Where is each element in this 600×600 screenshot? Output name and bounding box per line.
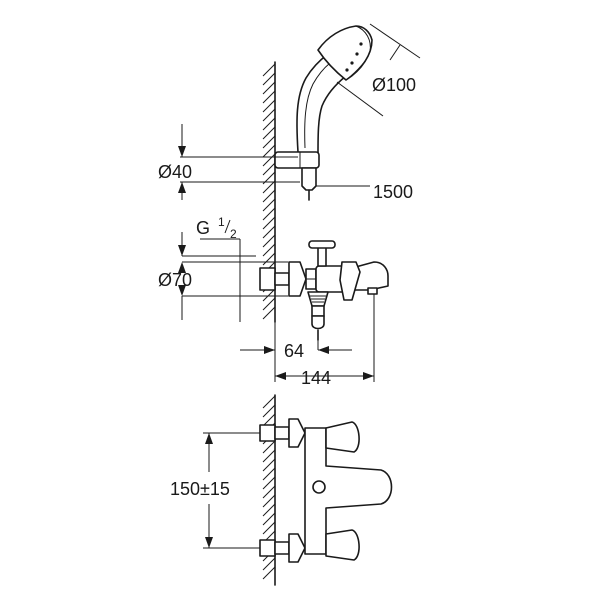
mixer-front-view — [259, 418, 393, 563]
holder-diameter-label: Ø40 — [158, 162, 192, 182]
escutcheon-diameter-label: Ø70 — [158, 270, 192, 290]
hand-shower — [296, 25, 373, 155]
spout-offset-label: 64 — [284, 341, 304, 361]
hand-shower-diameter-label: Ø100 — [372, 75, 416, 95]
thread-prefix-label: G — [196, 218, 210, 238]
mixer-side-view — [259, 240, 389, 341]
centre-distance-label: 150±15 — [170, 479, 230, 499]
shower-holder — [274, 151, 320, 201]
total-depth-label: 144 — [301, 368, 331, 388]
dimension-lines — [178, 23, 421, 549]
thread-numerator-label: 1 — [218, 215, 225, 229]
thread-denominator-label: 2 — [230, 227, 237, 241]
thread-fraction-bar — [224, 219, 231, 234]
hose-length-label: 1500 — [373, 182, 413, 202]
